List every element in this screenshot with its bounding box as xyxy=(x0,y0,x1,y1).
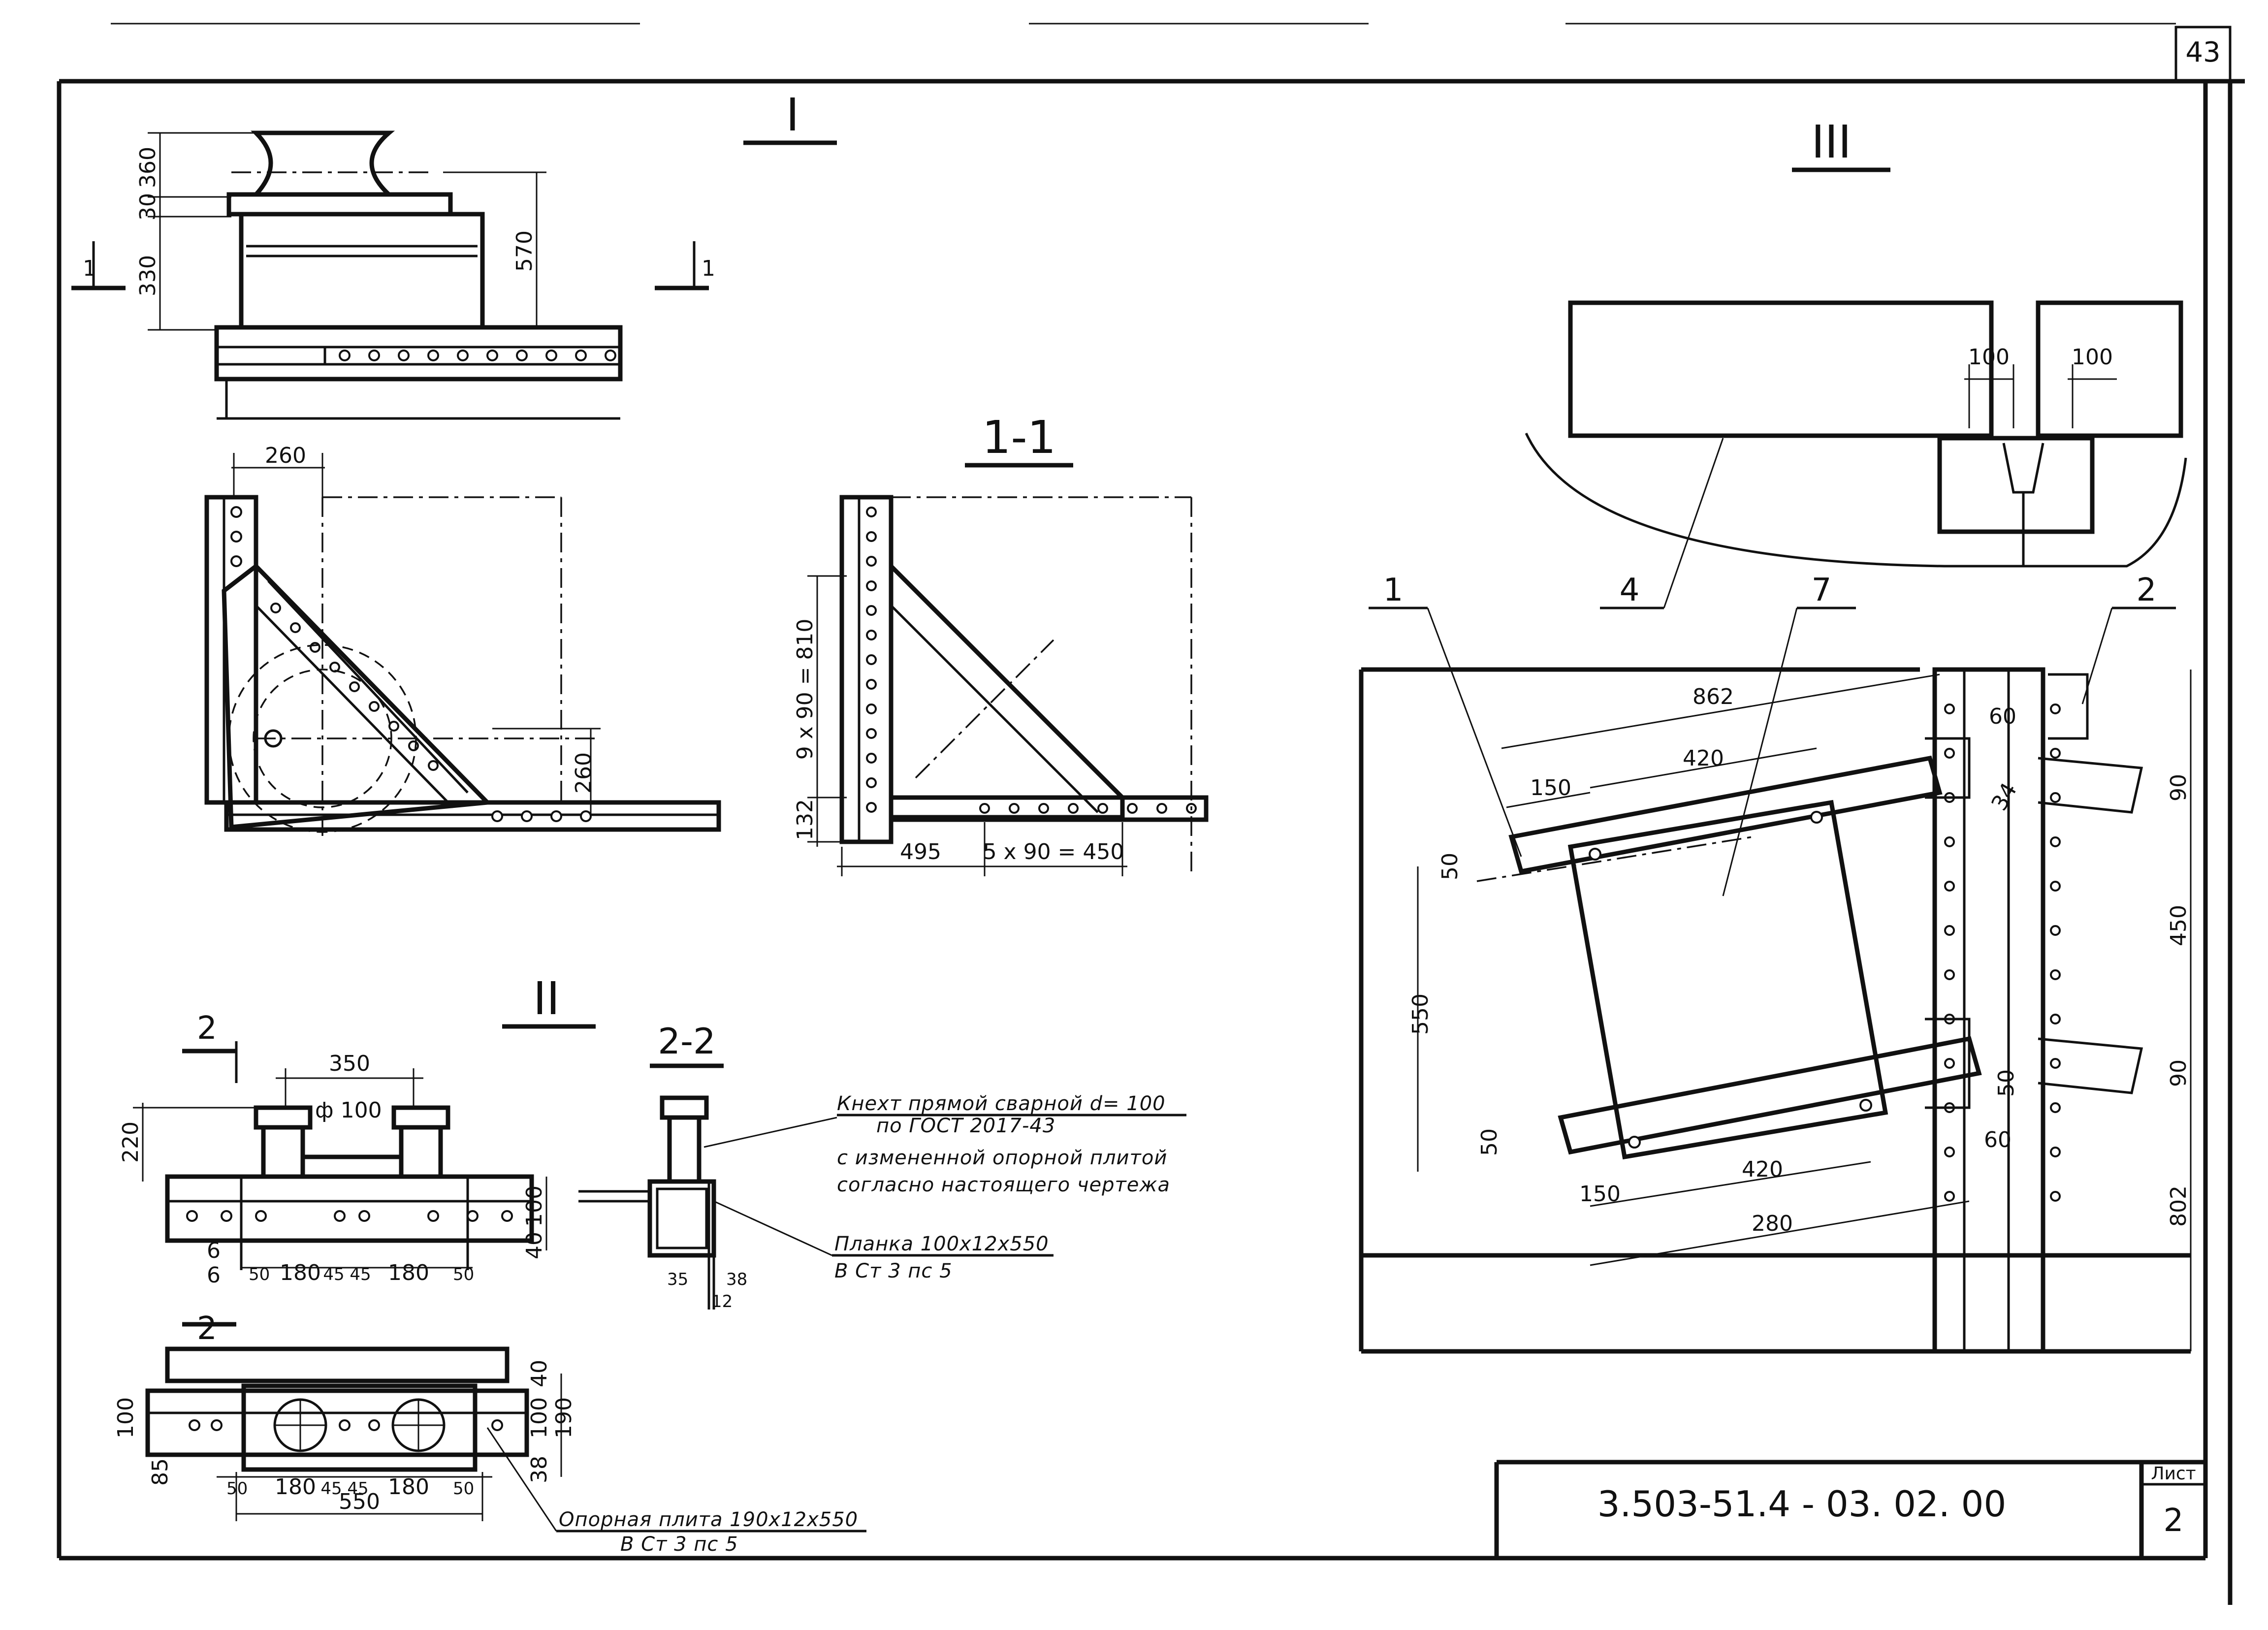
cut-1-left: 1 xyxy=(83,256,96,281)
view-2: II 2 2 350 ф 100 220 100 40 6 6 xyxy=(113,972,866,1556)
horizontal-rivets-s11 xyxy=(979,803,1197,814)
note-planka-2: В Ст 3 пс 5 xyxy=(834,1260,953,1282)
dim-450: 5 x 90 = 450 xyxy=(983,839,1124,864)
dim-50b: 50 xyxy=(453,1265,474,1284)
note-kneht-1: Кнехт прямой сварной d= 100 xyxy=(837,1092,1166,1115)
dim-190: 190 xyxy=(551,1397,576,1438)
cut-2-bottom: 2 xyxy=(197,1310,217,1347)
leader-7: 7 xyxy=(1812,572,1832,608)
dim-802: 802 xyxy=(2166,1185,2191,1227)
dim-550-v3: 550 xyxy=(1408,993,1433,1035)
dim-6a: 6 xyxy=(207,1238,221,1263)
leader-1: 1 xyxy=(1383,572,1404,608)
list-value: 2 xyxy=(2164,1502,2184,1539)
view-2-title: II xyxy=(533,972,560,1025)
dim-50-a: 50 xyxy=(1437,853,1463,880)
dim-50-c: 50 xyxy=(1994,1069,2019,1097)
diagonal-rivets xyxy=(270,603,439,771)
dim-180b: 180 xyxy=(388,1260,429,1285)
title-block: 3.503-51.4 - 03. 02. 00 Лист 2 xyxy=(1494,1460,2205,1558)
dim-100c: 100 xyxy=(527,1397,552,1438)
list-label: Лист xyxy=(2151,1464,2196,1484)
dim-360: 360 xyxy=(135,147,160,188)
dim-810: 9 x 90 = 810 xyxy=(793,619,818,760)
dim-4545b: 45 45 xyxy=(320,1479,368,1499)
dim-50d: 50 xyxy=(453,1479,474,1499)
dim-phi100: ф 100 xyxy=(315,1098,382,1123)
note-kneht-3: с измененной опорной плитой xyxy=(837,1147,1167,1169)
dim-38: 38 xyxy=(527,1456,552,1483)
dim-180d: 180 xyxy=(388,1474,429,1500)
dim-50-b: 50 xyxy=(1477,1128,1502,1156)
dim-35: 35 xyxy=(667,1270,688,1289)
dim-60-bot: 60 xyxy=(1984,1127,2012,1152)
view-1-title: I xyxy=(786,89,799,141)
dim-220: 220 xyxy=(118,1121,143,1163)
dim-350: 350 xyxy=(329,1051,370,1076)
leader-2: 2 xyxy=(2137,572,2157,608)
note-planka-1: Планка 100х12х550 xyxy=(834,1233,1049,1255)
leader-4: 4 xyxy=(1620,572,1640,608)
dim-4545a: 45 45 xyxy=(323,1265,371,1284)
dim-6b: 6 xyxy=(207,1263,221,1288)
cut-2-top: 2 xyxy=(197,1010,217,1047)
view-1-elevation: I 360 30 330 570 xyxy=(71,89,837,420)
dim-330: 330 xyxy=(135,255,160,296)
sheet-frame: 43 xyxy=(57,23,2245,1605)
dim-280: 280 xyxy=(1752,1211,1793,1236)
dim-60-top: 60 xyxy=(1989,704,2016,729)
dim-862: 862 xyxy=(1693,684,1734,709)
dim-34: 34 xyxy=(1986,779,2022,815)
dim-30: 30 xyxy=(135,193,160,221)
vertical-rivets-s11 xyxy=(866,507,877,813)
dim-100: 100 xyxy=(522,1185,547,1227)
section-2-2-title: 2-2 xyxy=(658,1021,716,1062)
stiffener-rivets xyxy=(1944,703,2061,1202)
drawing-code: 3.503-51.4 - 03. 02. 00 xyxy=(1597,1483,2007,1525)
dim-40: 40 xyxy=(522,1232,547,1259)
rivet-row-v1 xyxy=(339,350,616,361)
dim-100-right: 100 xyxy=(2072,345,2113,370)
section-2-2: 2-2 35 38 12 Кнехт прямой сварной d= 100… xyxy=(578,1021,1186,1311)
dim-90-bot: 90 xyxy=(2166,1059,2191,1087)
note-plita-2: В Ст 3 пс 5 xyxy=(620,1533,738,1556)
section-1-1: 1-1 9 x 90 = 810 132 xyxy=(793,411,1209,876)
dim-40b: 40 xyxy=(527,1360,552,1387)
dim-38b: 38 xyxy=(726,1270,747,1289)
dim-570: 570 xyxy=(512,230,537,272)
dim-100b: 100 xyxy=(113,1397,138,1438)
dim-180c: 180 xyxy=(275,1474,316,1500)
view-3-title: III xyxy=(1811,116,1851,168)
cut-1-right: 1 xyxy=(702,256,715,281)
dim-420-bot: 420 xyxy=(1742,1157,1783,1182)
dim-260-top: 260 xyxy=(265,443,306,468)
dim-85: 85 xyxy=(148,1458,173,1486)
dim-550: 550 xyxy=(339,1489,380,1514)
dim-12: 12 xyxy=(711,1292,733,1311)
dim-420-top: 420 xyxy=(1683,746,1724,771)
dim-50c: 50 xyxy=(226,1479,248,1499)
note-kneht-2: по ГОСТ 2017-43 xyxy=(876,1115,1055,1137)
section-1-1-title: 1-1 xyxy=(982,411,1056,464)
dim-260-side: 260 xyxy=(571,752,596,794)
dim-100-left: 100 xyxy=(1968,345,2010,370)
dim-150-top: 150 xyxy=(1530,775,1571,800)
dim-90-top: 90 xyxy=(2166,774,2191,801)
view-3: III 100 100 4 xyxy=(1359,116,2192,1354)
dim-495: 495 xyxy=(900,839,941,864)
sheet-number: 43 xyxy=(2185,36,2220,68)
dim-50a: 50 xyxy=(249,1265,270,1284)
dim-180a: 180 xyxy=(280,1260,321,1285)
dim-132: 132 xyxy=(793,799,818,840)
note-kneht-4: согласно настоящего чертежа xyxy=(837,1174,1170,1196)
view-1-plan: 260 260 xyxy=(204,443,721,837)
dim-450: 450 xyxy=(2166,905,2191,946)
note-plita-1: Опорная плита 190х12х550 xyxy=(559,1508,858,1531)
dim-150-bot: 150 xyxy=(1579,1182,1621,1207)
